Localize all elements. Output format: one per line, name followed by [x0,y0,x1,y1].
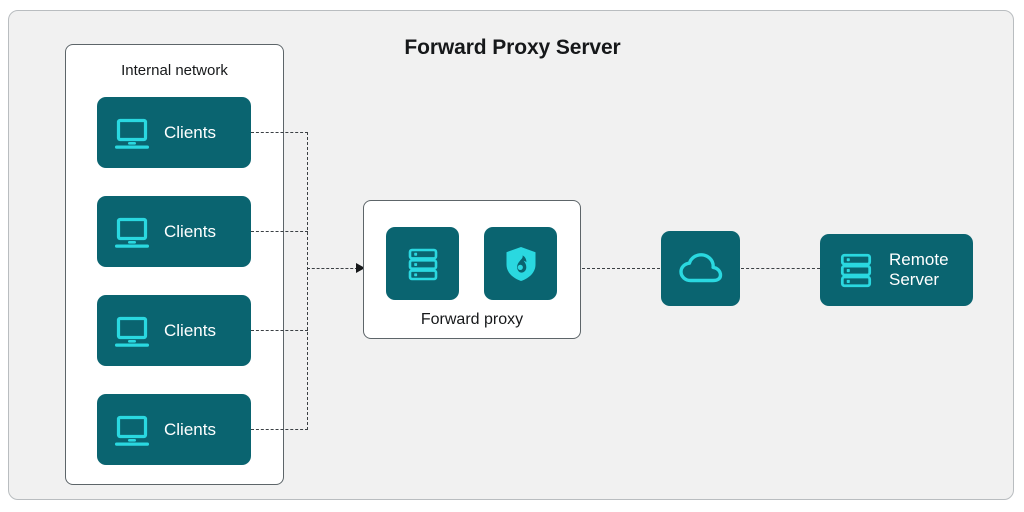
page-title: Forward Proxy Server [404,36,621,59]
internet-cloud-node[interactable] [661,231,740,306]
internal-network-label: Internal network [121,62,228,79]
connector-cloud-to-remote [741,268,820,269]
client-label: Clients [164,419,216,439]
forward-proxy-label: Forward proxy [420,311,524,328]
client-label: Clients [164,122,216,142]
laptop-icon [111,409,153,451]
server-icon [836,250,876,290]
shield-firewall-icon [502,244,540,284]
client-node-3[interactable]: Clients [97,295,251,366]
connector-proxy-to-cloud [582,268,660,269]
client-node-4[interactable]: Clients [97,394,251,465]
server-icon [404,245,442,283]
remote-server-label: Remote Server [889,250,949,290]
connector-client-1 [251,132,308,133]
connector-client-4 [251,429,308,430]
remote-server-label-line2: Server [889,270,940,289]
connector-client-2 [251,231,308,232]
laptop-icon [111,211,153,253]
laptop-icon [111,310,153,352]
client-label: Clients [164,221,216,241]
connector-bus-to-proxy [307,268,358,269]
client-node-2[interactable]: Clients [97,196,251,267]
proxy-server-icon-box[interactable] [386,227,459,300]
remote-server-label-line1: Remote [889,250,949,269]
proxy-firewall-icon-box[interactable] [484,227,557,300]
connector-client-3 [251,330,308,331]
arrow-head-to-proxy [356,263,365,273]
cloud-icon [676,249,726,289]
remote-server-node[interactable]: Remote Server [820,234,973,306]
client-label: Clients [164,320,216,340]
connector-vertical-bus [307,132,308,430]
client-node-1[interactable]: Clients [97,97,251,168]
laptop-icon [111,112,153,154]
